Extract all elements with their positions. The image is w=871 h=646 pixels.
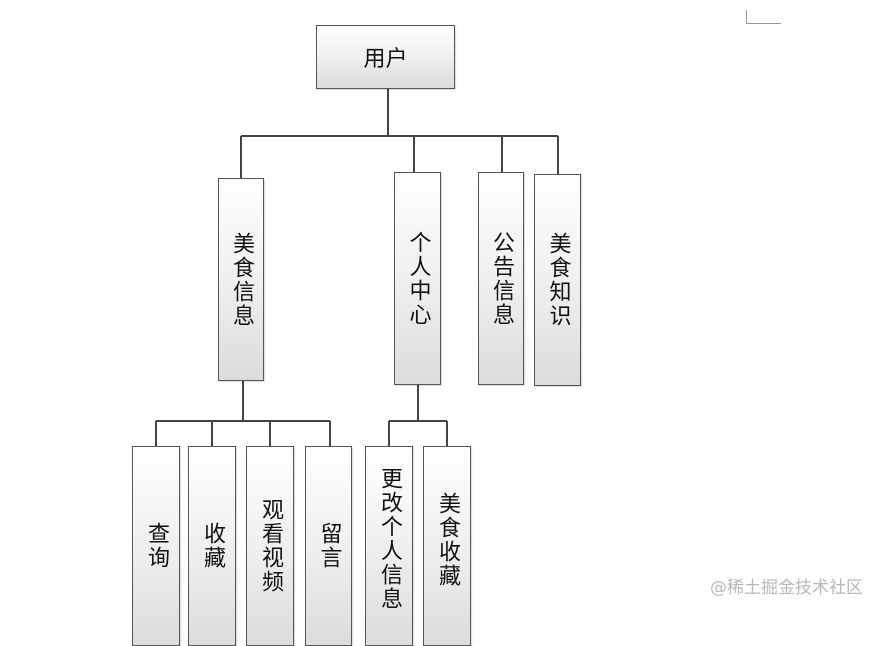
node-food-collection-label: 美食收藏 xyxy=(435,492,460,588)
node-message: 留言 xyxy=(305,446,352,646)
node-user: 用户 xyxy=(316,25,455,89)
node-food-info-label: 美食信息 xyxy=(229,231,254,328)
node-message-label: 留言 xyxy=(316,522,342,570)
node-watch-video: 观看视频 xyxy=(246,446,294,646)
node-food-knowledge: 美食知识 xyxy=(534,174,581,386)
node-announcement: 公告信息 xyxy=(478,172,524,385)
node-query-label: 查询 xyxy=(144,522,169,570)
node-edit-profile-label: 更改个人信息 xyxy=(377,467,402,611)
node-personal-center-label: 个人中心 xyxy=(405,230,431,327)
node-edit-profile: 更改个人信息 xyxy=(365,446,413,646)
node-user-label: 用户 xyxy=(363,47,408,72)
node-food-info: 美食信息 xyxy=(218,178,264,381)
node-collect: 收藏 xyxy=(188,446,236,646)
node-personal-center: 个人中心 xyxy=(394,172,441,385)
watermark: @稀土掘金技术社区 xyxy=(710,578,863,598)
node-watch-video-label: 观看视频 xyxy=(258,498,283,594)
node-collect-label: 收藏 xyxy=(200,522,225,570)
connector-lines xyxy=(155,89,559,446)
node-query: 查询 xyxy=(132,446,180,646)
node-food-knowledge-label: 美食知识 xyxy=(545,232,571,328)
node-announcement-label: 公告信息 xyxy=(489,230,514,327)
node-food-collection: 美食收藏 xyxy=(423,446,471,646)
page-corner-mark xyxy=(746,10,781,24)
